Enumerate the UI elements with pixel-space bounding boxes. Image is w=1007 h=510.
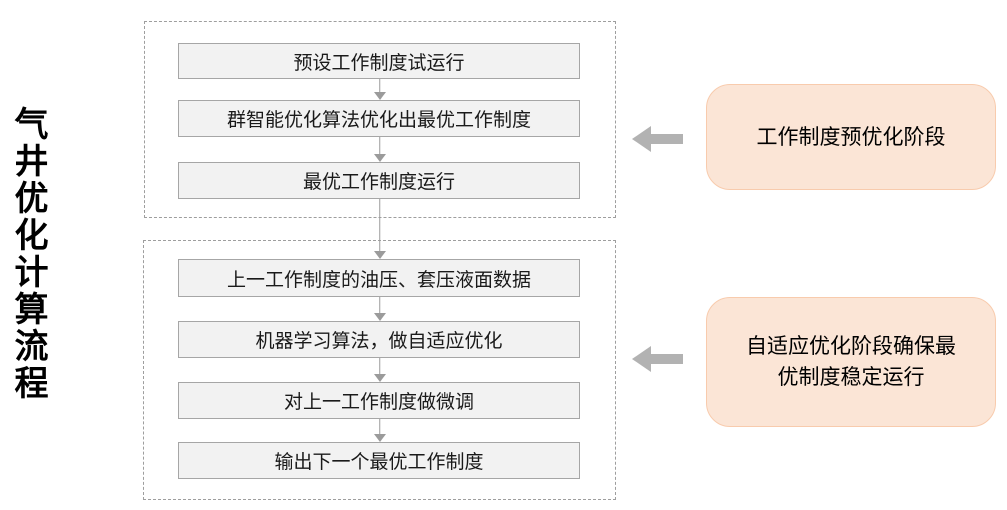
arrow-down-icon bbox=[373, 137, 386, 162]
step-machine-learning: 机器学习算法，做自适应优化 bbox=[178, 321, 580, 358]
arrowhead-icon bbox=[373, 92, 386, 100]
step-optimal-run: 最优工作制度运行 bbox=[178, 162, 580, 199]
connector-line bbox=[378, 358, 381, 376]
arrowhead-icon bbox=[373, 374, 386, 382]
arrow-down-icon bbox=[373, 199, 386, 259]
connector-line bbox=[378, 199, 381, 253]
arrow-shaft bbox=[651, 354, 683, 364]
arrowhead-icon bbox=[373, 313, 386, 321]
step-label: 上一工作制度的油压、套压液面数据 bbox=[226, 269, 531, 291]
page-title: 气井优化计算流程 bbox=[9, 106, 47, 402]
step-swarm-optimization: 群智能优化算法优化出最优工作制度 bbox=[178, 100, 580, 137]
arrowhead-icon bbox=[632, 126, 651, 152]
arrow-down-icon bbox=[373, 419, 386, 442]
step-label: 对上一工作制度做微调 bbox=[283, 392, 474, 413]
arrowhead-icon bbox=[373, 434, 386, 442]
connector-line bbox=[378, 419, 381, 436]
step-fine-tune: 对上一工作制度做微调 bbox=[178, 382, 580, 419]
arrow-left-icon bbox=[632, 126, 683, 152]
connector-line bbox=[378, 79, 381, 94]
arrow-down-icon bbox=[373, 79, 386, 100]
arrow-left-icon bbox=[632, 346, 683, 372]
callout-preoptimization-stage: 工作制度预优化阶段 bbox=[706, 84, 996, 190]
connector-line bbox=[378, 297, 381, 315]
step-label: 输出下一个最优工作制度 bbox=[274, 452, 484, 473]
step-label: 群智能优化算法优化出最优工作制度 bbox=[226, 110, 531, 131]
callout-adaptive-stage: 自适应优化阶段确保最 优制度稳定运行 bbox=[706, 297, 996, 427]
arrow-shaft bbox=[651, 134, 683, 144]
arrowhead-icon bbox=[373, 251, 386, 259]
step-pressure-data: 上一工作制度的油压、套压液面数据 bbox=[178, 259, 580, 297]
connector-line bbox=[378, 137, 381, 156]
step-label: 最优工作制度运行 bbox=[302, 172, 455, 193]
arrowhead-icon bbox=[632, 346, 651, 372]
step-label: 机器学习算法，做自适应优化 bbox=[255, 331, 503, 352]
step-label: 预设工作制度试运行 bbox=[293, 52, 465, 74]
step-output-next-optimal: 输出下一个最优工作制度 bbox=[178, 442, 580, 479]
arrow-down-icon bbox=[373, 358, 386, 382]
arrowhead-icon bbox=[373, 154, 386, 162]
step-preset-trial-run: 预设工作制度试运行 bbox=[178, 43, 580, 79]
arrow-down-icon bbox=[373, 297, 386, 321]
